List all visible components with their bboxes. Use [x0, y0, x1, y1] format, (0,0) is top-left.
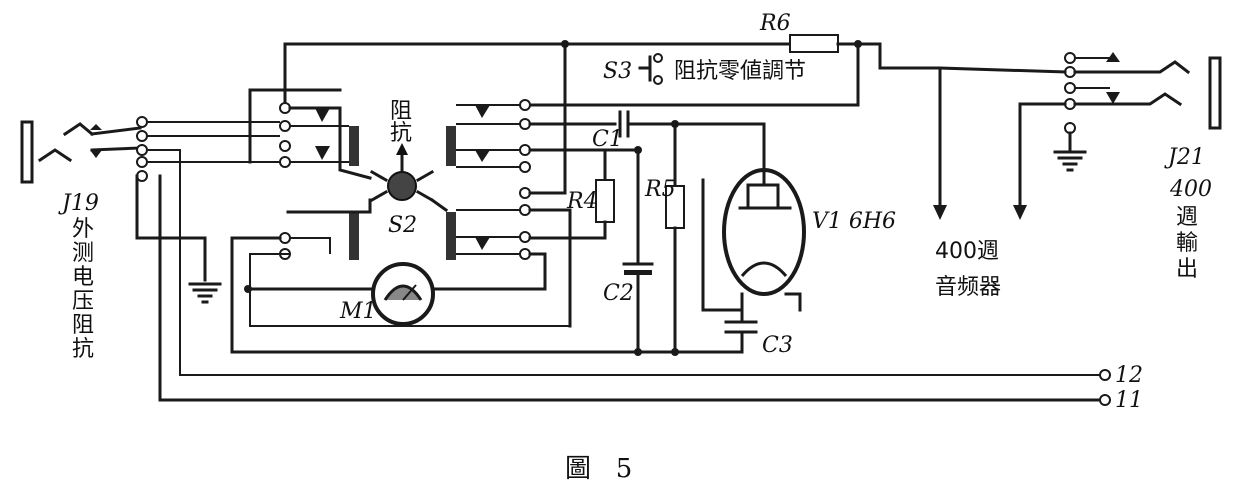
label-s2: S2 — [388, 213, 417, 238]
label-m1: M1 — [339, 299, 377, 324]
svg-text:週: 週 — [1176, 205, 1198, 230]
label-osc-b: 音频器 — [935, 275, 1001, 300]
resistor-r6 — [789, 34, 839, 53]
jack-j21 — [933, 52, 1222, 220]
label-s2-top-a: 阻 — [390, 99, 412, 124]
switch-s2-left — [248, 88, 570, 327]
switch-s2-right — [429, 99, 531, 260]
label-c3: C3 — [762, 333, 793, 358]
label-terminal-11: 11 — [1115, 388, 1143, 413]
switch-s2-rotor — [369, 143, 435, 203]
label-j19: J19 — [58, 191, 99, 216]
terminals-12-11 — [1099, 369, 1111, 406]
svg-text:压: 压 — [72, 289, 94, 314]
tube-v1 — [722, 168, 806, 296]
label-s3-desc: 阻抗零値調节 — [674, 59, 806, 84]
label-c1: C1 — [592, 127, 623, 152]
resistor-r4 — [595, 179, 615, 223]
label-osc-a: 400週 — [935, 239, 999, 264]
svg-text:阻: 阻 — [72, 313, 94, 338]
label-v1: V1 6H6 — [812, 209, 896, 234]
label-j21: J21 — [1164, 145, 1205, 170]
figure-caption: 圖 5 — [565, 454, 632, 484]
svg-text:400: 400 — [1169, 177, 1212, 202]
switch-s3 — [638, 53, 663, 85]
label-j21-desc: 400 週 輸 出 — [1169, 177, 1212, 282]
label-terminal-12: 12 — [1115, 363, 1143, 388]
jack-j19 — [20, 116, 1102, 402]
svg-text:出: 出 — [1176, 257, 1198, 282]
svg-text:电: 电 — [72, 265, 94, 290]
svg-text:测: 测 — [72, 241, 94, 266]
label-j19-desc: 外 测 电 压 阻 抗 — [72, 217, 94, 362]
svg-text:外: 外 — [72, 217, 94, 242]
svg-text:抗: 抗 — [72, 337, 94, 362]
label-r6: R6 — [759, 11, 791, 36]
label-s2-top-b: 抗 — [390, 121, 412, 146]
label-r4: R4 — [566, 189, 598, 214]
label-r5: R5 — [644, 177, 676, 202]
svg-text:輸: 輸 — [1176, 231, 1198, 256]
label-s3: S3 — [603, 59, 632, 84]
label-c2: C2 — [603, 281, 634, 306]
meter-m1 — [244, 208, 572, 328]
amplifier-section — [230, 110, 806, 356]
